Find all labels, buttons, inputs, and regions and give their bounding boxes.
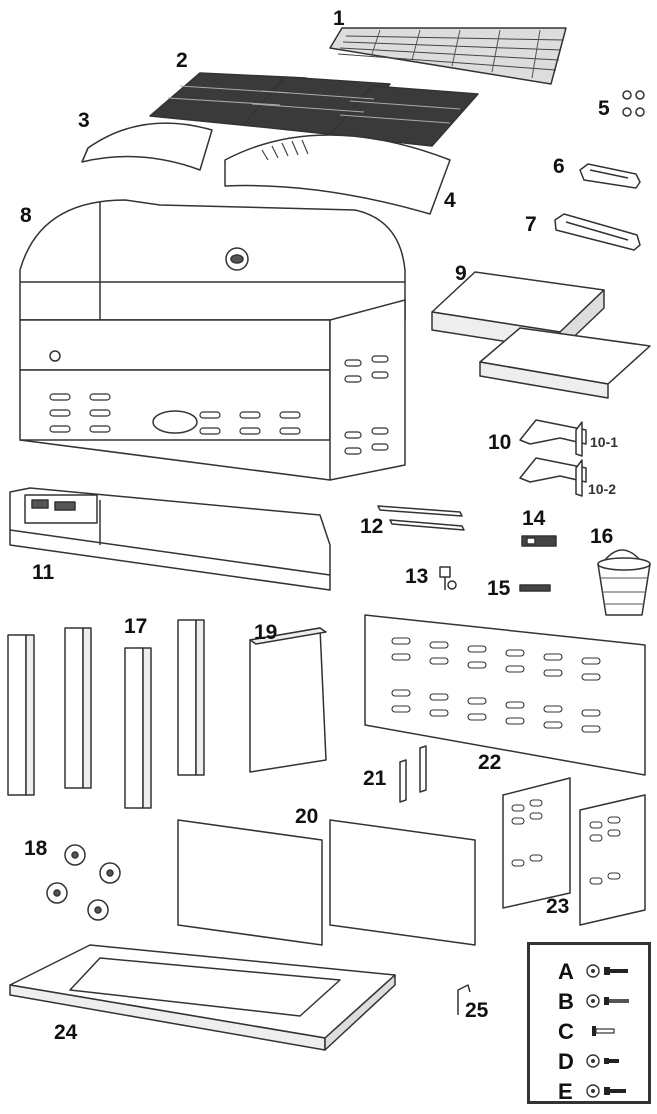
hardware-legend: A B C D E [527, 942, 651, 1104]
label-part-1: 1 [333, 7, 345, 30]
legend-letter: D [558, 1049, 574, 1074]
part-22-vented-panel [364, 614, 646, 776]
part-11-control-panel [9, 487, 331, 591]
part-17-legs [7, 619, 205, 809]
label-part-22: 22 [478, 751, 502, 774]
part-4-heat-shield [224, 134, 451, 215]
washer-short-bolt-icon [586, 1084, 626, 1098]
label-part-10-2: 10-2 [588, 481, 617, 497]
label-part-8: 8 [20, 204, 32, 227]
part-16-grease-bucket [597, 549, 651, 616]
label-part-4: 4 [444, 189, 456, 212]
legend-row-b: B [530, 987, 648, 1015]
label-part-16: 16 [590, 525, 614, 548]
label-part-9: 9 [455, 262, 467, 285]
label-part-18: 18 [24, 837, 48, 860]
legend-letter: A [558, 959, 574, 984]
part-25-hook [457, 984, 471, 1015]
part-19-back-panel [249, 627, 327, 773]
part-15-clip [519, 584, 551, 592]
part-13-igniter [439, 566, 457, 590]
washer-short-bolt-icon [586, 964, 628, 978]
part-1-warming-rack [329, 27, 567, 85]
label-part-25: 25 [465, 999, 489, 1022]
part-2-cooking-grates [149, 72, 479, 147]
label-part-23: 23 [546, 895, 570, 918]
legend-row-e: E [530, 1077, 648, 1105]
part-20-doors [177, 819, 476, 946]
label-part-3: 3 [78, 109, 90, 132]
label-part-21: 21 [363, 767, 387, 790]
part-24-bottom-shelf [9, 944, 396, 1051]
legend-row-a: A [530, 957, 648, 985]
label-part-14: 14 [522, 507, 546, 530]
legend-letter: B [558, 989, 574, 1014]
label-part-20: 20 [295, 805, 319, 828]
label-part-17: 17 [124, 615, 148, 638]
label-part-10-1: 10-1 [590, 434, 619, 450]
part-10-brackets [519, 419, 587, 497]
label-part-12: 12 [360, 515, 384, 538]
label-part-5: 5 [598, 97, 610, 120]
label-part-6: 6 [553, 155, 565, 178]
part-3-heat-shield [81, 122, 213, 171]
legend-letter: E [558, 1079, 573, 1104]
label-part-2: 2 [176, 49, 188, 72]
part-18-casters [46, 844, 121, 921]
part-9-side-shelves [431, 271, 651, 399]
legend-letter: C [558, 1019, 574, 1044]
part-8-grill-body [19, 199, 406, 481]
label-part-19: 19 [254, 621, 278, 644]
part-7-handle [554, 213, 641, 251]
part-21-door-handles [399, 745, 427, 803]
washer-long-screw-icon [586, 994, 629, 1008]
label-part-11: 11 [32, 561, 55, 584]
legend-row-c: C [530, 1017, 648, 1045]
part-23-side-panels [502, 777, 646, 926]
part-6-handle [579, 163, 641, 189]
label-part-15: 15 [487, 577, 511, 600]
part-14-meter [521, 535, 557, 547]
legend-row-d: D [530, 1047, 648, 1075]
label-part-10: 10 [488, 431, 512, 454]
pin-icon [592, 1026, 615, 1036]
label-part-13: 13 [405, 565, 429, 588]
label-part-7: 7 [525, 213, 537, 236]
label-part-24: 24 [54, 1021, 78, 1044]
part-5-nuts [622, 90, 645, 117]
part-12-rods [377, 505, 465, 531]
washer-small-bolt-icon [586, 1054, 619, 1068]
